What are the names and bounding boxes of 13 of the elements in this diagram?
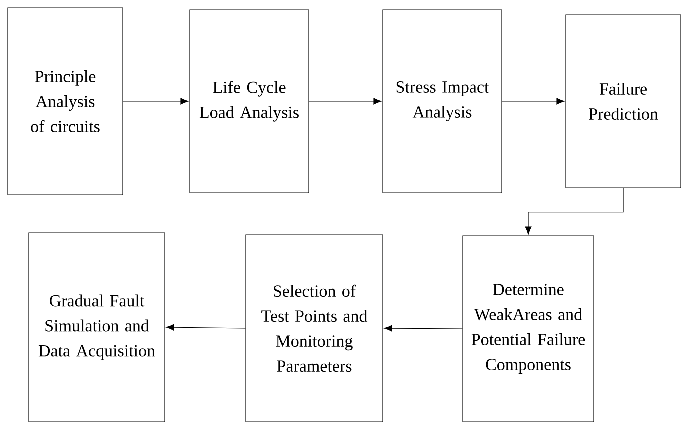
arrow: [384, 325, 463, 332]
arrow: [309, 98, 382, 105]
process-box: Determine WeakAreas and Potential Failure Components: [462, 236, 594, 422]
process-box: Failure Prediction: [566, 14, 682, 188]
process-box: Gradual Fault Simulation and Data Acquisition: [28, 232, 166, 422]
process-box: Life Cycle Load Analysis: [190, 10, 310, 194]
arrow: [166, 324, 246, 331]
process-box: Principle Analysis of circuits: [8, 8, 124, 196]
arrow: [525, 188, 624, 235]
process-box: Stress Impact Analysis: [382, 10, 502, 194]
arrow: [502, 98, 565, 105]
process-box: Selection of Test Points and Monitoring Parameters: [246, 234, 384, 422]
arrow: [123, 98, 189, 105]
